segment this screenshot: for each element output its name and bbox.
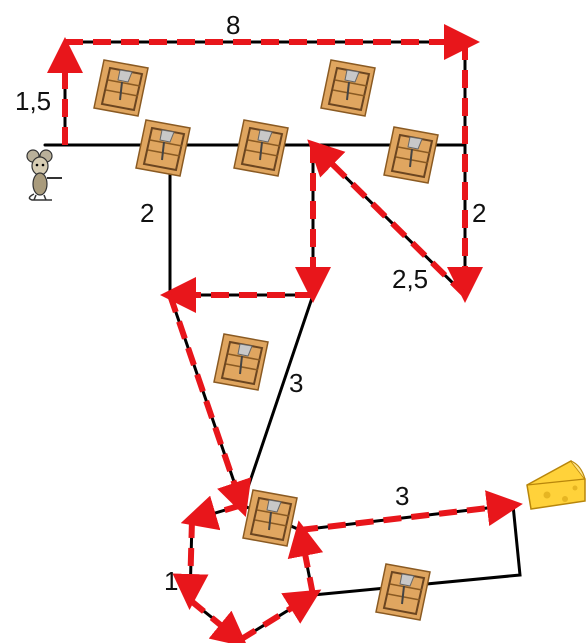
edge-triangle-right: [240, 293, 315, 507]
label-left-vertical: 2: [140, 198, 154, 228]
route-path: [47, 24, 523, 643]
label-bottom-box-top: 3: [395, 481, 409, 511]
mousetrap-icon: [135, 119, 191, 177]
mousetrap-icon: [320, 59, 376, 117]
mousetrap-icon: [213, 333, 269, 391]
label-top-edge: 8: [226, 10, 240, 40]
route-bottom-top: [299, 490, 523, 533]
label-pentagon-side: 1: [164, 566, 178, 596]
cheese-icon: [526, 460, 586, 510]
route-pentagon-2: [172, 519, 209, 610]
mouse-icon: [26, 149, 62, 201]
mousetrap-icon: [233, 119, 289, 177]
label-left-stub: 1,5: [15, 86, 51, 116]
route-pentagon-5: [287, 520, 324, 596]
route-pentagon-1: [180, 495, 243, 531]
label-right-vertical: 2: [472, 198, 486, 228]
label-diagonal: 2,5: [392, 264, 428, 294]
route-diagonal: [307, 139, 468, 298]
route-triangle-left: [167, 294, 252, 518]
route-pentagon-3: [188, 597, 248, 643]
mousetrap-icon: [242, 489, 298, 547]
mousetrap-icon: [93, 59, 149, 117]
route-pentagon-4: [238, 589, 322, 643]
mousetrap-icon: [375, 563, 431, 621]
edge-labels: 8 1,5 2 2 2,5 3 1 3: [15, 10, 486, 596]
mousetrap-icon: [383, 126, 439, 184]
label-triangle-side: 3: [289, 368, 303, 398]
